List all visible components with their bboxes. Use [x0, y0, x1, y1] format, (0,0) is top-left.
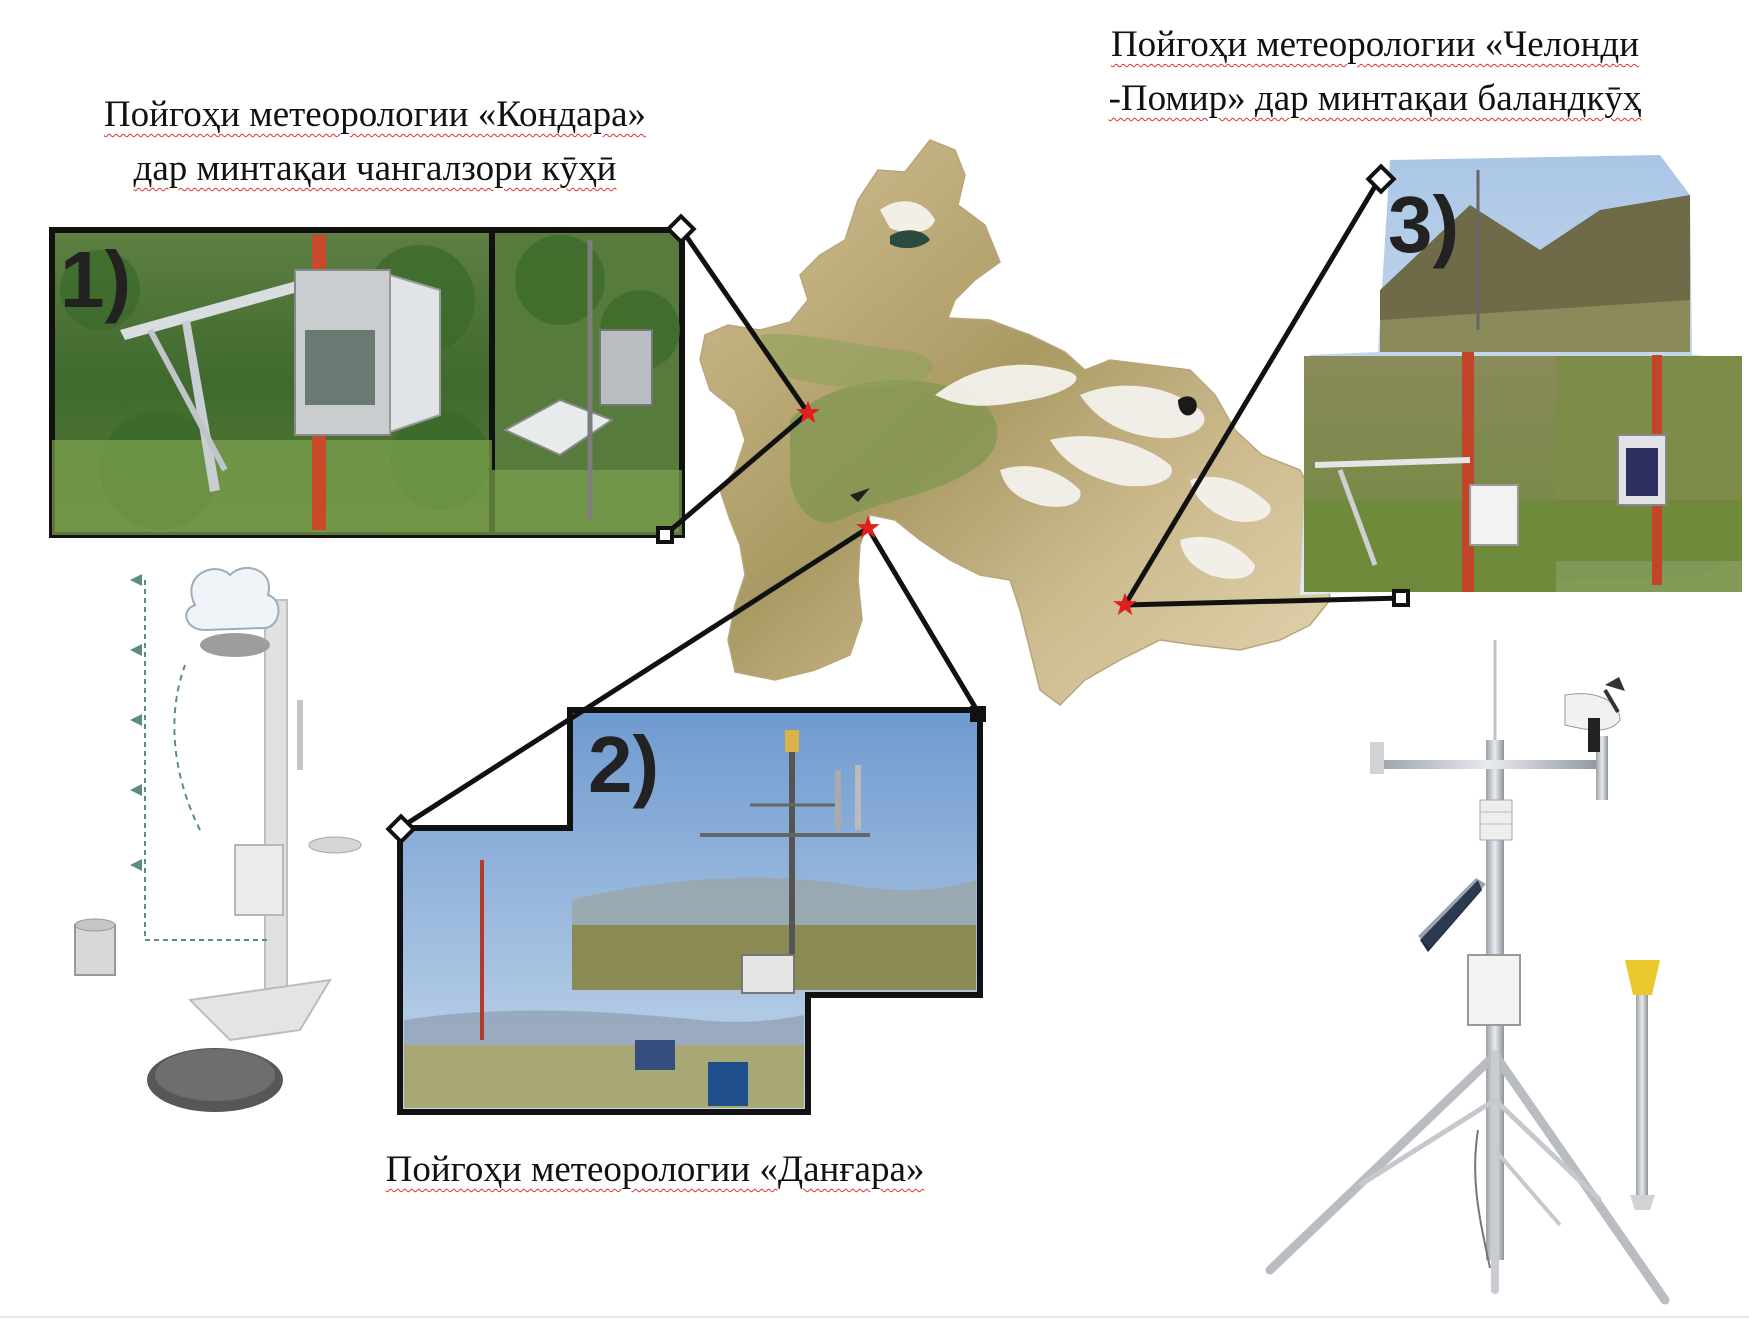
map-snow [880, 201, 1271, 579]
star-icon [856, 515, 880, 539]
station-1-photo-panel [49, 227, 685, 538]
weather-station-illustration [1265, 640, 1670, 1305]
station-2-caption: Пойгоҳи метеорологии «Данғара» [340, 1143, 970, 1197]
station-1-caption-line1: Пойгоҳи метеорологии «Кондара» [103, 94, 647, 135]
station-2-caption-text: Пойгоҳи метеорологии «Данғара» [385, 1149, 925, 1190]
station-3-caption-line2: -Помир» дар минтақаи баландкӯҳ [1108, 78, 1642, 119]
station-3-caption: Пойгоҳи метеорологии «Челонди -Помир» да… [1060, 18, 1690, 126]
station-1-caption: Пойгоҳи метеорологии «Кондара» дар минта… [70, 88, 680, 196]
station-schematic-diagram [74, 566, 362, 1112]
station-3-photo-panel [1300, 155, 1742, 595]
star-icon [796, 400, 820, 424]
square-marker-icon [385, 163, 1410, 845]
map-lake [890, 230, 930, 249]
map-lake [850, 488, 870, 502]
map-valley [760, 333, 933, 388]
station-1-caption-line2: дар минтақаи чангалзори кӯҳӣ [133, 148, 617, 189]
station-2-photo-panel [397, 707, 983, 1115]
station-2-number: 2) [588, 720, 660, 809]
star-icon [1113, 592, 1137, 616]
map-landmass [699, 139, 1331, 706]
rain-gauge [1625, 960, 1660, 1210]
station-3-caption-line1: Пойгоҳи метеорологии «Челонди [1110, 24, 1640, 65]
station-3-number: 3) [1388, 180, 1460, 269]
radiation-shield [1479, 799, 1513, 841]
page-bottom-rule [0, 1316, 1749, 1318]
tajikistan-map [699, 139, 1331, 706]
map-valley [790, 380, 998, 523]
wind-sensor [1603, 677, 1625, 714]
callout-lines [398, 176, 1403, 831]
station-markers [796, 400, 1137, 616]
station-1-number: 1) [60, 235, 132, 324]
map-lake [1178, 396, 1197, 416]
